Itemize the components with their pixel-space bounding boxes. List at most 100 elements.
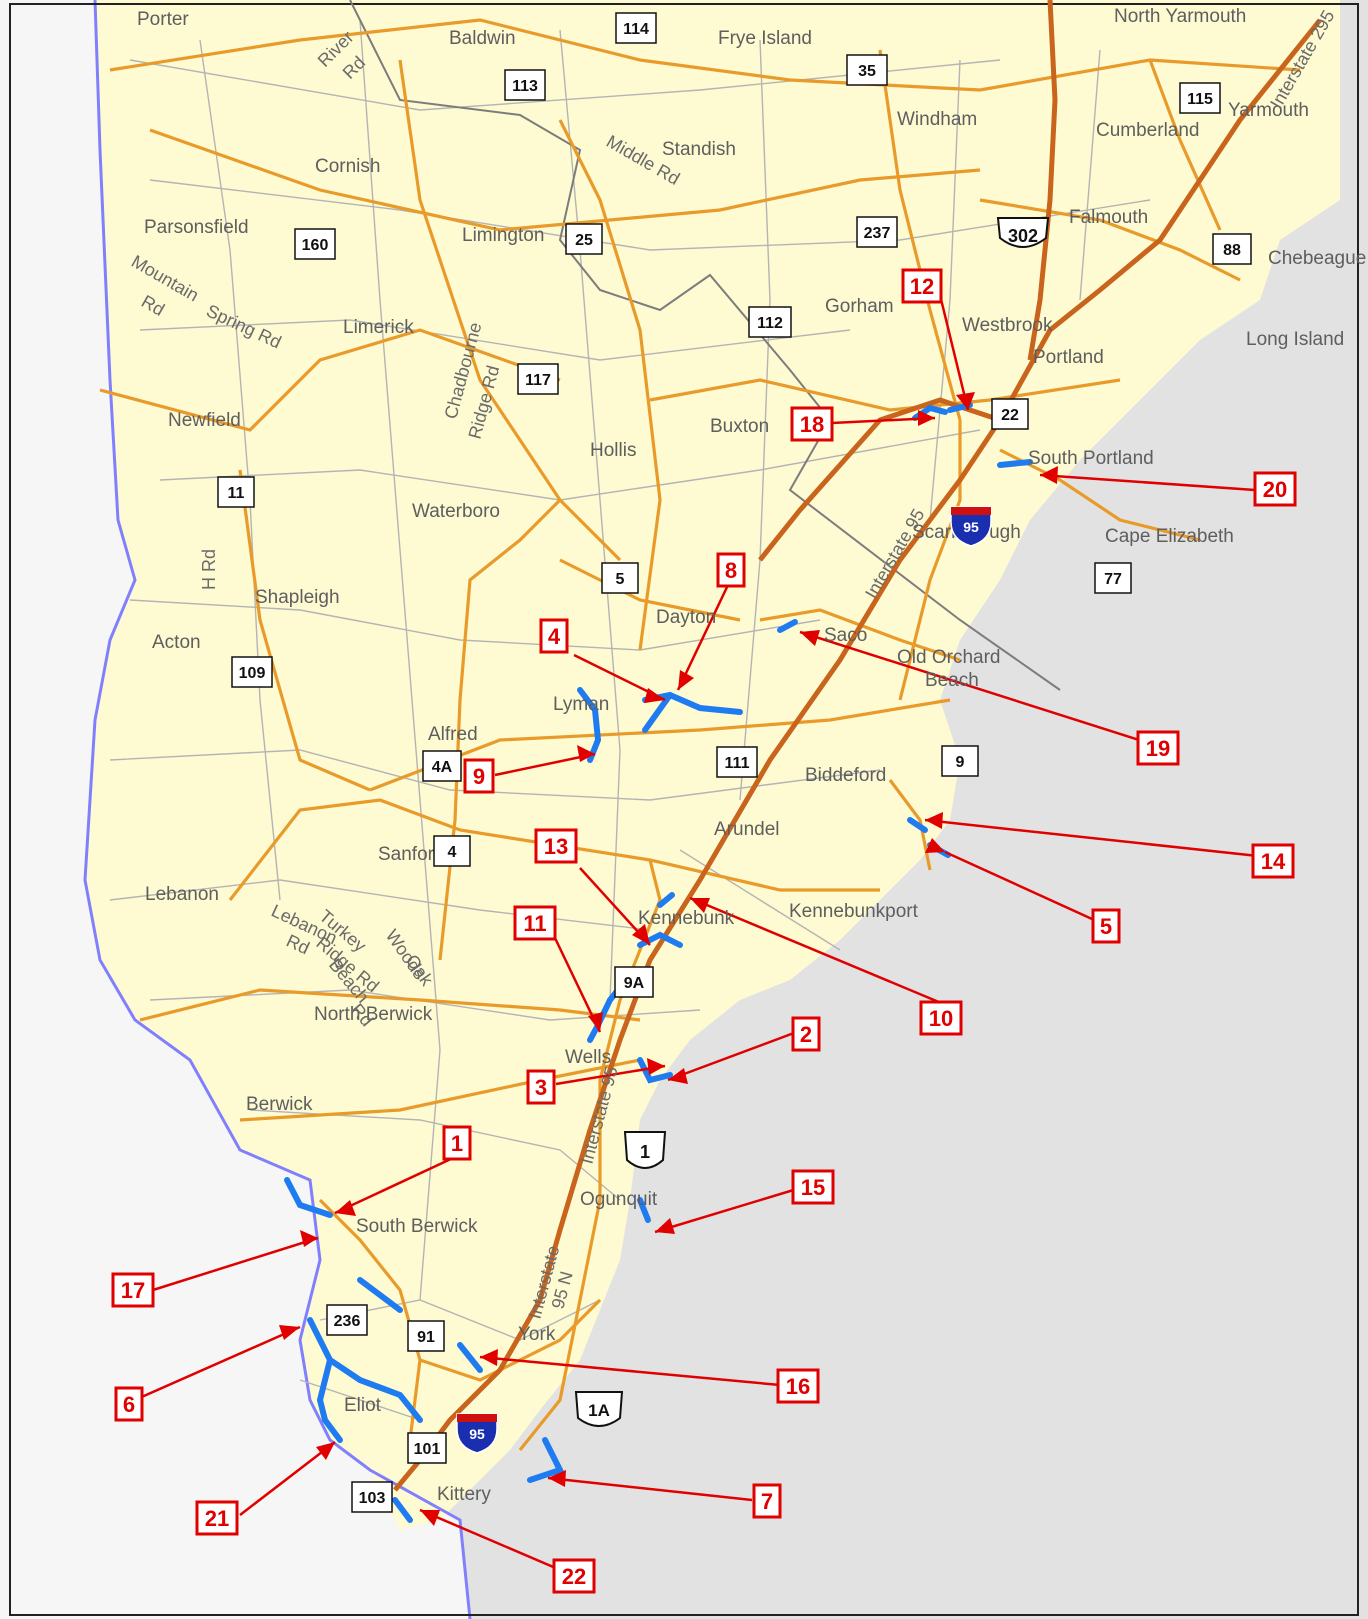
town-label: Long Island [1246, 329, 1344, 350]
callout-label: 10 [929, 1006, 953, 1031]
town-label: Cornish [315, 156, 380, 177]
town-label: Sanford [378, 844, 445, 865]
route-shield: 112 [757, 315, 783, 332]
route-shield: 114 [623, 21, 649, 38]
town-label: Cumberland [1096, 120, 1200, 141]
town-label: Parsonsfield [144, 217, 249, 238]
route-shield: 111 [725, 755, 750, 772]
route-shield: 302 [1008, 226, 1038, 246]
route-shield: 237 [864, 225, 891, 242]
town-label: Yarmouth [1228, 100, 1309, 121]
town-label: Limington [462, 225, 544, 246]
land-area [85, 0, 1340, 1530]
interstate-shield: 95 [469, 1426, 485, 1442]
route-shield: 117 [525, 372, 551, 389]
callout-label: 1 [451, 1131, 463, 1156]
town-label: Wells [565, 1047, 611, 1068]
town-label: Cape Elizabeth [1105, 526, 1234, 547]
town-label: Buxton [710, 416, 769, 437]
route-shield: 113 [512, 78, 538, 95]
route-shield: 4 [448, 844, 457, 861]
town-label: Acton [152, 632, 201, 653]
callout-label: 5 [1100, 914, 1112, 939]
interstate-shields: 95 95 [456, 506, 992, 1454]
route-shield: 77 [1104, 571, 1122, 588]
route-shield: 35 [858, 63, 876, 80]
route-shield: 109 [239, 665, 266, 682]
route-shield: 1A [588, 1401, 610, 1420]
town-label: Waterboro [412, 501, 500, 522]
callout-label: 6 [123, 1392, 135, 1417]
town-label: Westbrook [962, 315, 1053, 336]
town-label: North Berwick [314, 1004, 433, 1025]
town-label: Windham [897, 109, 977, 130]
route-shield: 22 [1001, 407, 1019, 424]
town-label: Shapleigh [255, 587, 340, 608]
town-label: Biddeford [805, 765, 886, 786]
route-shield: 1 [640, 1142, 650, 1162]
callout-label: 12 [910, 274, 934, 299]
route-shield: 4A [432, 759, 453, 776]
town-label: Chebeague [1268, 248, 1366, 269]
route-shield: 88 [1223, 242, 1241, 259]
callout-label: 3 [535, 1075, 547, 1100]
callout-label: 2 [800, 1022, 812, 1047]
town-label: Saco [824, 625, 867, 646]
major-roads [99, 18, 1301, 1451]
town-label: South Portland [1028, 448, 1154, 469]
town-label: Lebanon [145, 884, 219, 905]
town-label: Portland [1033, 347, 1104, 368]
route-shield: 103 [359, 1490, 386, 1507]
new-hampshire-area [0, 0, 470, 1619]
town-label: Falmouth [1069, 207, 1148, 228]
route-shield: 11 [228, 485, 245, 502]
town-label: Old Orchard [897, 647, 1000, 668]
town-label: Berwick [246, 1094, 313, 1115]
callout-label: 8 [725, 558, 737, 583]
callout-label: 16 [786, 1374, 810, 1399]
town-label: South Berwick [356, 1216, 478, 1237]
callout-label: 21 [205, 1506, 229, 1531]
route-shields: 114 113 35 115 237 302 88 160 25 112 117… [217, 12, 1252, 1513]
callout-label: 7 [761, 1489, 773, 1514]
town-label: Ogunquit [580, 1189, 658, 1210]
interstate-shield: 95 [963, 519, 979, 535]
town-label: Limerick [343, 317, 414, 338]
town-label: Alfred [428, 724, 478, 745]
callout-arrows [127, 294, 1259, 1577]
callout-label: 13 [544, 834, 568, 859]
town-label: Beach [925, 670, 979, 691]
road-label: H Rd [199, 549, 219, 590]
town-label: Porter [137, 9, 189, 30]
callout-label: 17 [121, 1278, 145, 1303]
town-label: Baldwin [449, 28, 516, 49]
route-shield: 91 [417, 1329, 435, 1346]
map-frame [9, 3, 1359, 1616]
callout-boxes[interactable]: 12 18 20 8 4 19 9 13 14 11 5 10 2 3 1 15… [111, 268, 1297, 1594]
route-shield: 9 [956, 754, 965, 771]
town-label: Kennebunkport [789, 901, 919, 922]
town-labels: Porter Baldwin Frye Island North Yarmout… [137, 6, 1366, 1505]
route-shield: 160 [302, 237, 329, 254]
callout-label: 20 [1263, 477, 1287, 502]
callout-label: 19 [1146, 736, 1170, 761]
route-shield: 9A [624, 975, 645, 992]
callout-label: 22 [562, 1564, 586, 1589]
route-shield: 25 [575, 232, 593, 249]
town-label: Standish [662, 139, 736, 160]
town-label: Arundel [714, 819, 780, 840]
town-label: Hollis [590, 440, 636, 461]
callout-label: 14 [1261, 849, 1286, 874]
callout-label: 4 [548, 624, 561, 649]
town-label: Frye Island [718, 28, 812, 49]
town-label: Newfield [168, 410, 241, 431]
route-shield: 236 [334, 1313, 361, 1330]
town-label: Eliot [344, 1395, 382, 1416]
route-shield: 115 [1187, 91, 1213, 108]
route-shield: 101 [414, 1441, 441, 1458]
route-shield: 5 [616, 571, 625, 588]
town-label: Lyman [553, 694, 609, 715]
state-border [83, 0, 472, 1619]
town-label: North Yarmouth [1114, 6, 1246, 27]
